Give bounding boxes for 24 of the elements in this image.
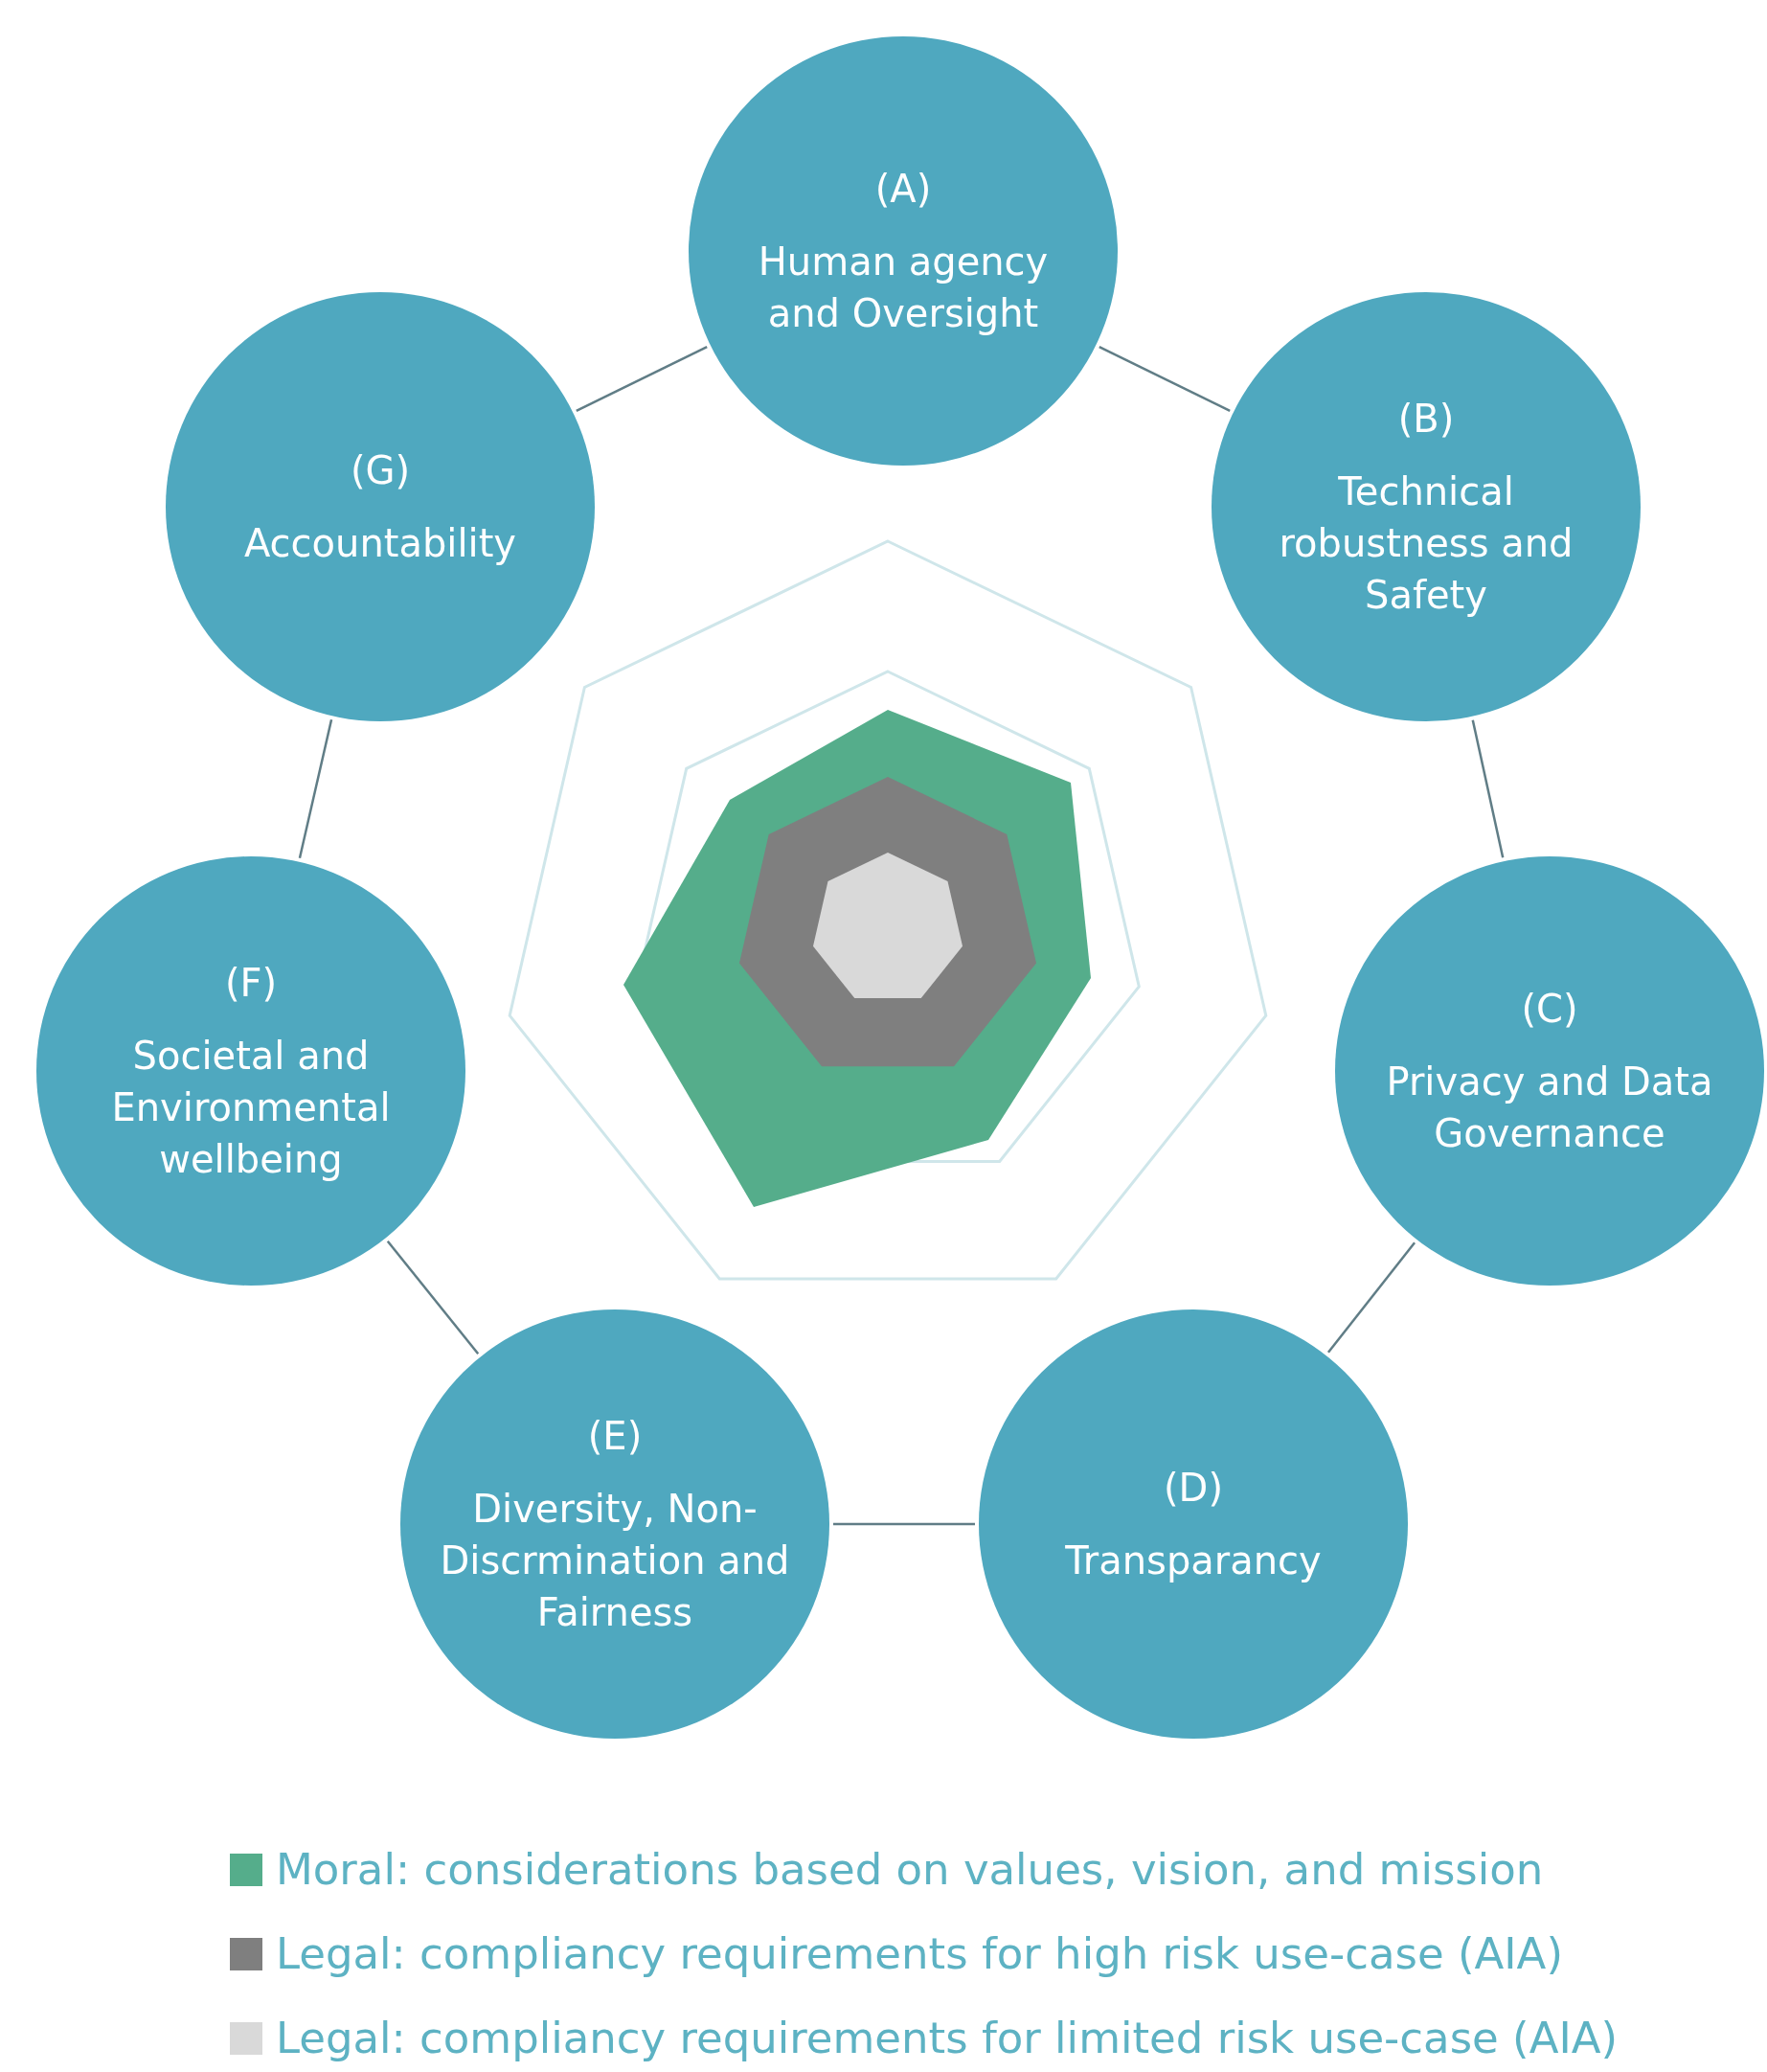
letter-label: (E): [587, 1413, 643, 1460]
connector-line: [298, 718, 333, 859]
principle-label: Privacy and Data Governance: [1385, 1059, 1714, 1157]
connector-line: [386, 1240, 480, 1355]
letter-label: (A): [874, 166, 932, 213]
connector-line: [833, 1522, 975, 1526]
principle-label: Diversity, Non-Discrmination and Fairness: [439, 1486, 791, 1636]
principle-label: Transparancy: [1065, 1537, 1322, 1584]
letter-label: (F): [224, 960, 278, 1007]
letter-label: (B): [1397, 396, 1455, 443]
connector-line: [576, 346, 708, 412]
legend-label: Moral: considerations based on values, vision, and mission: [276, 1844, 1544, 1895]
legend-label: Legal: compliancy requirements for high risk use-case (AIA): [276, 1928, 1563, 1979]
letter-label: (G): [350, 447, 411, 494]
letter-label: (D): [1164, 1465, 1223, 1512]
principle-label: Accountability: [243, 520, 517, 567]
principle-label: Societal and Environmental wellbeing: [110, 1033, 392, 1183]
connector-line: [1326, 1241, 1416, 1354]
connector-line: [1099, 346, 1231, 412]
principle-label: Human agency and Oversight: [757, 239, 1050, 337]
principle-label: Technical robustness and Safety: [1278, 468, 1574, 619]
legend-label: Legal: compliancy requirements for limited risk use-case (AIA): [276, 2013, 1619, 2063]
connector-line: [1471, 719, 1505, 858]
letter-label: (C): [1521, 986, 1578, 1033]
